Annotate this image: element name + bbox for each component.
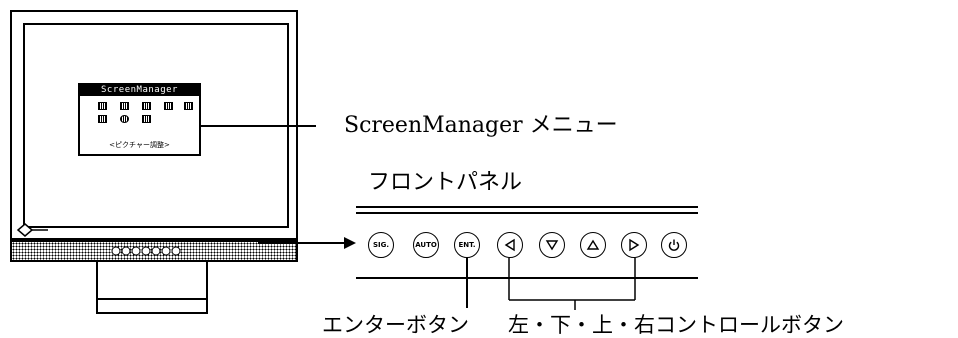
front-panel-rule-bottom xyxy=(356,277,698,279)
auto-button-label: AUTO xyxy=(415,241,437,249)
enter-leader-line xyxy=(466,258,468,308)
monitor-stand xyxy=(96,262,208,314)
menu-icon-1 xyxy=(98,102,107,110)
triangle-down-icon xyxy=(545,240,559,251)
right-button[interactable] xyxy=(621,232,647,258)
monitor-stand-base xyxy=(96,298,208,314)
label-enter-button: エンターボタン xyxy=(322,313,469,337)
direction-leader-lines xyxy=(508,258,636,310)
down-button[interactable] xyxy=(539,232,565,258)
power-button[interactable] xyxy=(661,232,687,258)
menu-icon-7 xyxy=(120,115,129,123)
screenmanager-title: ScreenManager xyxy=(80,85,199,96)
menu-icon-4 xyxy=(164,102,173,110)
menu-icon-8 xyxy=(142,115,151,123)
label-screenmanager-menu: ScreenManager メニュー xyxy=(344,113,618,138)
enter-button[interactable]: ENT. xyxy=(454,232,480,258)
enter-button-label: ENT. xyxy=(458,241,476,249)
arrow-right-icon xyxy=(258,237,356,249)
triangle-right-icon xyxy=(629,238,640,252)
menu-icon-3 xyxy=(142,102,151,110)
front-panel-rule-top-2 xyxy=(356,212,698,214)
menu-icon-5 xyxy=(184,102,193,110)
bezel-buttons-icon xyxy=(111,246,181,256)
sig-button[interactable]: SIG. xyxy=(368,232,394,258)
label-direction-buttons: 左・下・上・右コントロールボタン xyxy=(508,313,844,337)
power-icon xyxy=(668,239,680,251)
callout-line-menu xyxy=(201,125,316,127)
diamond-mark-icon xyxy=(16,223,48,237)
auto-button[interactable]: AUTO xyxy=(413,232,439,258)
screenmanager-menu-label: <ピクチャー調整> xyxy=(109,141,170,149)
front-panel-rule-top xyxy=(356,206,698,208)
label-front-panel: フロントパネル xyxy=(368,170,523,195)
up-button[interactable] xyxy=(580,232,606,258)
menu-icon-6 xyxy=(98,115,107,123)
left-button[interactable] xyxy=(497,232,523,258)
screenmanager-window: ScreenManager <ピクチャー調整> xyxy=(78,83,201,156)
sig-button-label: SIG. xyxy=(372,241,390,249)
triangle-left-icon xyxy=(504,238,515,252)
triangle-up-icon xyxy=(586,239,600,250)
menu-icon-2 xyxy=(120,102,129,110)
